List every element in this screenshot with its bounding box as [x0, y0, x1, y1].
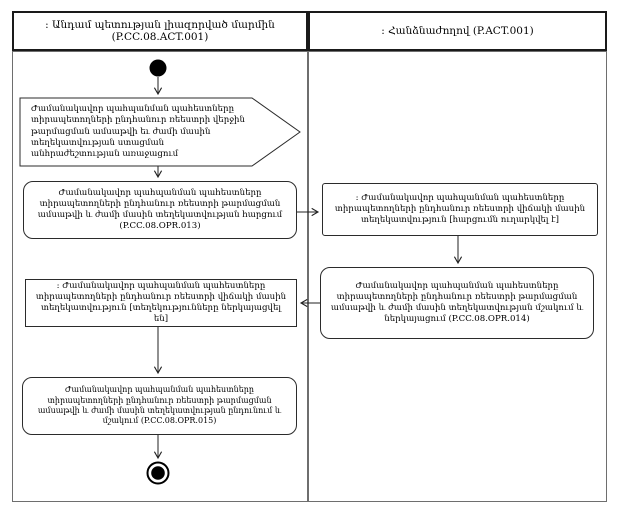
action-node-opr015: Ժամանակավոր պահպանման պահեստները տիրապետ…	[22, 377, 297, 435]
initial-node	[149, 59, 167, 77]
swimlane-left-header-label: : Անդամ պետության լիազորված մարմին (P.CC…	[45, 19, 275, 43]
swimlane-right-header: : Հանձնաժողով (P.ACT.001)	[308, 11, 607, 51]
object-node-request-sent: : Ժամանակավոր պահպանման պահեստները տիրապ…	[322, 183, 598, 236]
object-node-info-presented: : Ժամանակավոր պահպանման պահեստները տիրապ…	[25, 279, 297, 327]
swimlane-left-header: : Անդամ պետության լիազորված մարմին (P.CC…	[12, 11, 308, 51]
action-node-opr013: Ժամանակավոր պահպանման պահեստները տիրապետ…	[23, 181, 297, 239]
swimlane-right-header-label: : Հանձնաժողով (P.ACT.001)	[381, 25, 534, 37]
send-signal-node-text: Ժամանակավոր պահպանման պահեստները տիրապետ…	[31, 104, 245, 160]
send-signal-shape	[19, 97, 301, 167]
final-node	[146, 461, 170, 485]
action-node-opr014: Ժամանակավոր պահպանման պահեստները տիրապետ…	[320, 267, 594, 339]
